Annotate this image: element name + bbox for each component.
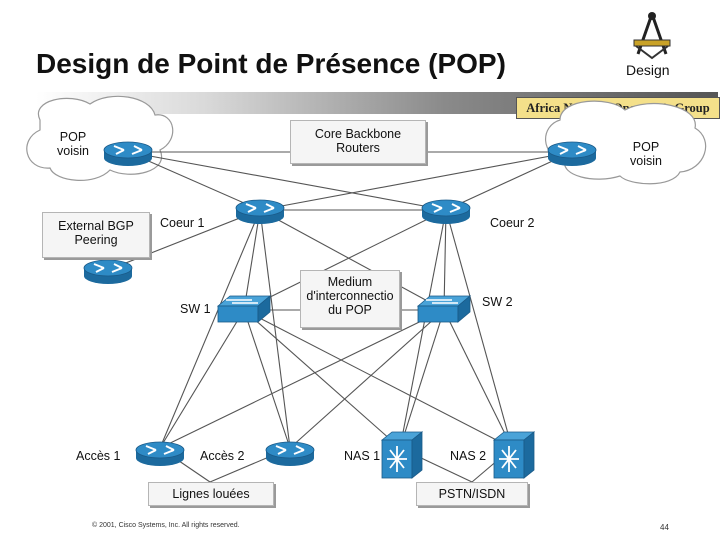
logo-caption: Design [626, 62, 670, 78]
label-acces2: Accès 2 [200, 449, 245, 463]
compass-logo-icon [633, 12, 671, 60]
label-sw1: SW 1 [180, 302, 211, 316]
label-pop-right: POP voisin [630, 140, 662, 168]
label-coeur2: Coeur 2 [490, 216, 535, 230]
label-sw2: SW 2 [482, 295, 513, 309]
label-acces1: Accès 1 [76, 449, 121, 463]
label-nas2: NAS 2 [450, 449, 487, 463]
label-core-backbone: Core Backbone Routers [290, 120, 426, 164]
label-pstn-isdn: PSTN/ISDN [416, 482, 528, 506]
router-icon [235, 199, 285, 225]
router-icon [83, 259, 133, 285]
cloud-icon [26, 95, 174, 181]
page-number: 44 [660, 523, 669, 532]
label-external-bgp: External BGP Peering [42, 212, 150, 258]
label-coeur1: Coeur 1 [160, 216, 205, 230]
copyright-text: © 2001, Cisco Systems, Inc. All rights r… [92, 522, 240, 529]
router-icon [135, 441, 185, 467]
switch-icon [417, 295, 471, 323]
switch-icon [217, 295, 271, 323]
access-server-icon [381, 431, 423, 479]
page-title: Design de Point de Présence (POP) [36, 48, 506, 79]
router-icon [547, 141, 597, 167]
label-medium: Medium d'interconnectio du POP [300, 270, 400, 328]
router-icon [265, 441, 315, 467]
label-nas1: NAS 1 [344, 449, 381, 463]
label-lignes-louees: Lignes louées [148, 482, 274, 506]
access-server-icon [493, 431, 535, 479]
router-icon [103, 141, 153, 167]
label-pop-left: POP voisin [57, 130, 89, 158]
router-icon [421, 199, 471, 225]
